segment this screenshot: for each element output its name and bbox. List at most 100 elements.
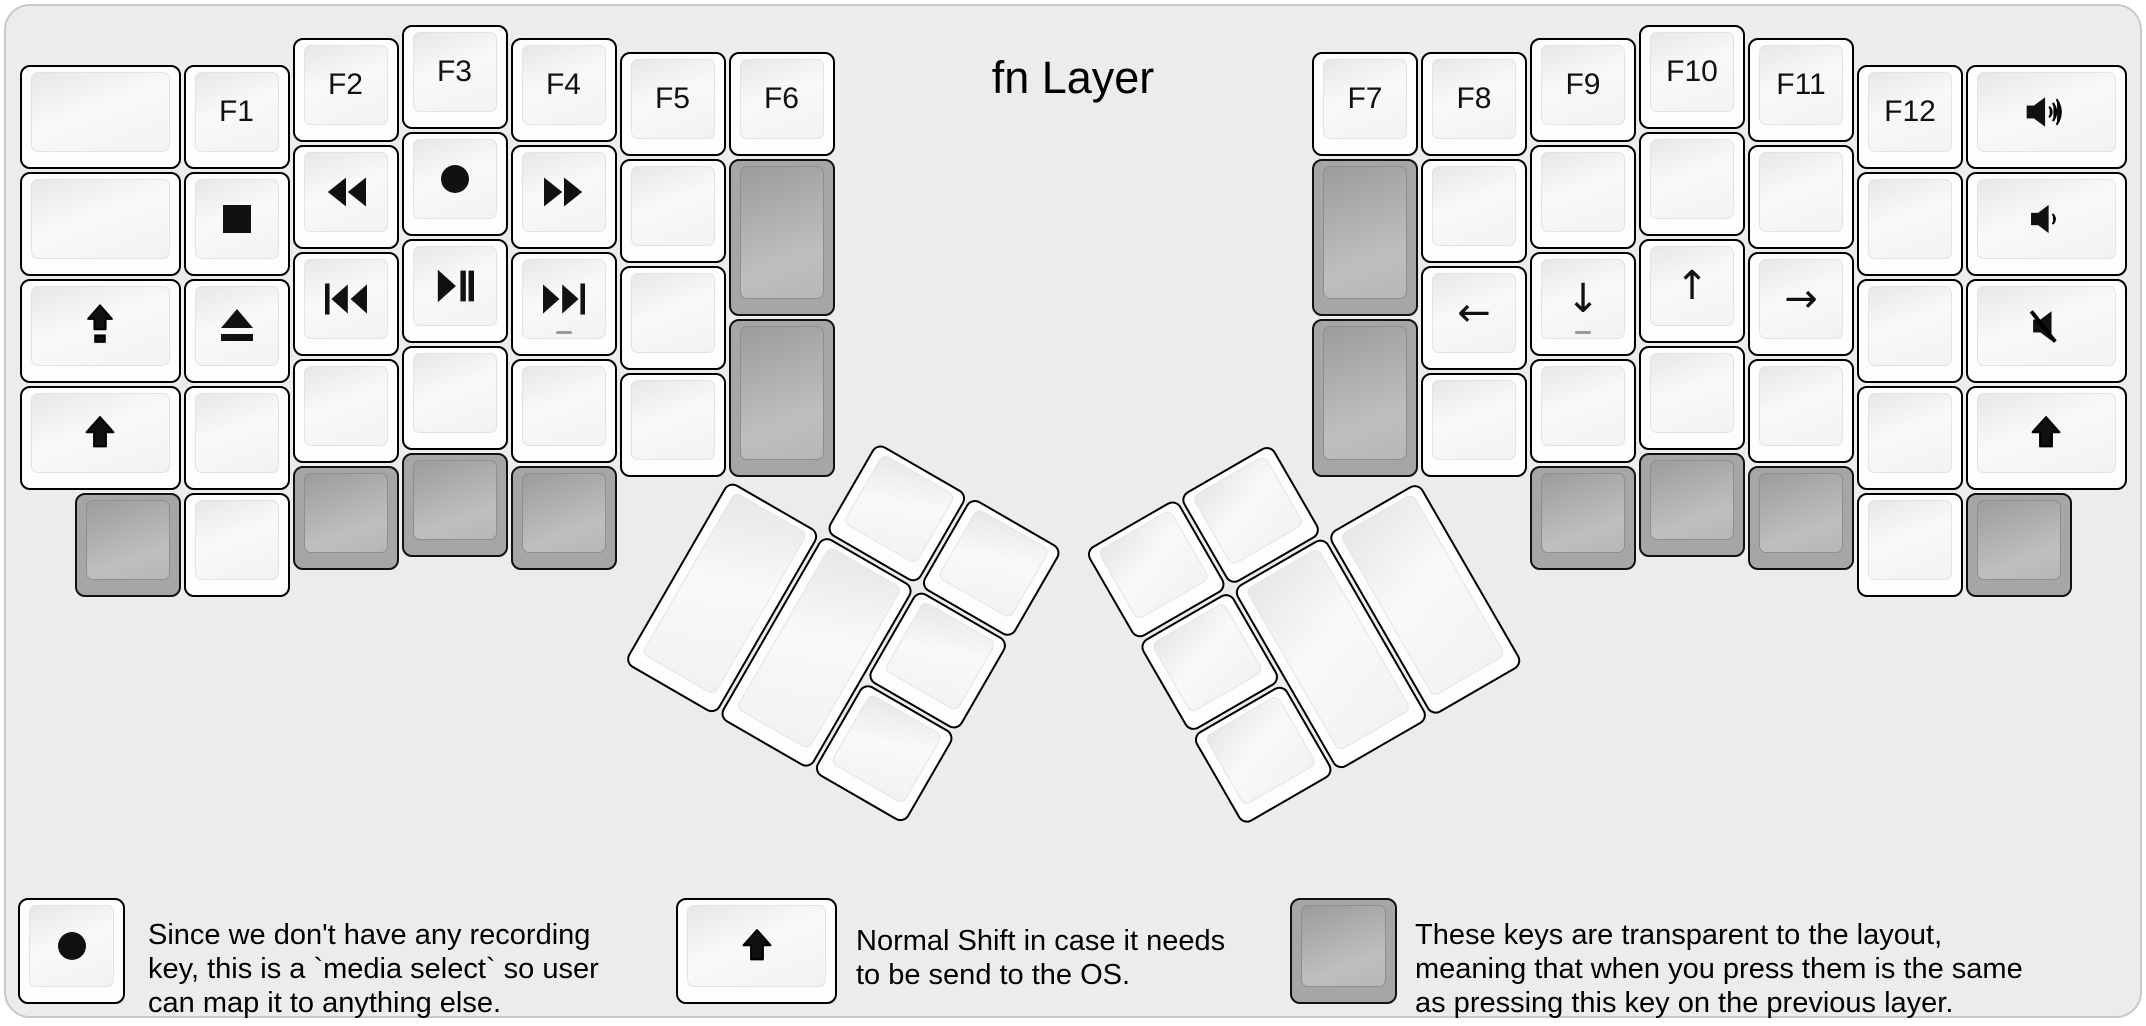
key-arrow-left[interactable]: ← (1421, 265, 1527, 370)
key-arrow-down[interactable]: ↓ (1530, 252, 1636, 357)
key-transparent[interactable] (1312, 319, 1418, 477)
keycap-top: F1 (194, 72, 279, 153)
legend-line: meaning that when you press them is the … (1415, 953, 2023, 985)
key-blank[interactable] (1857, 172, 1963, 277)
legend-note-transparent: These keys are transparent to the layout… (1415, 918, 2023, 1020)
key-blank[interactable] (20, 65, 181, 170)
key-transparent[interactable] (1966, 493, 2072, 598)
keycap-top (1650, 353, 1734, 433)
key-media-play-pause[interactable] (401, 239, 508, 343)
keycap-top (412, 139, 497, 219)
key-blank[interactable] (1857, 493, 1963, 598)
keycap-top (1301, 905, 1386, 987)
keycap-top (1432, 379, 1516, 460)
next-icon (542, 283, 585, 315)
key-blank[interactable] (292, 359, 399, 464)
key-blank[interactable] (1530, 145, 1636, 250)
key-media-next-track[interactable] (510, 252, 617, 357)
key-blank[interactable] (619, 265, 726, 370)
keycap-top (521, 259, 606, 340)
arrow-down-icon: ↓ (1566, 276, 1600, 323)
key-media-rewind[interactable] (292, 145, 399, 250)
key-transparent[interactable] (1312, 158, 1418, 317)
legend-line: Since we don't have any recording (148, 919, 591, 951)
key-blank[interactable] (183, 386, 290, 491)
key-transparent[interactable] (510, 466, 617, 571)
key-transparent[interactable] (1748, 466, 1854, 571)
key-blank[interactable] (183, 493, 290, 598)
key-media-fast-forward[interactable] (510, 145, 617, 250)
key-blank[interactable] (1639, 132, 1745, 236)
key-mute[interactable] (1966, 279, 2127, 384)
key-f8[interactable]: F8 (1421, 51, 1527, 156)
key-shift[interactable] (1966, 386, 2127, 491)
key-f12[interactable]: F12 (1857, 65, 1963, 170)
legend-key-shift (676, 898, 837, 1004)
key-media-stop[interactable] (183, 172, 290, 277)
key-f3[interactable]: F3 (401, 25, 508, 129)
legend-line: Normal Shift in case it needs (856, 925, 1226, 957)
key-blank[interactable] (1421, 372, 1527, 477)
key-transparent[interactable] (401, 453, 508, 557)
shift-icon (2026, 413, 2066, 453)
keycap-top (31, 286, 170, 367)
legend-line: key, this is a `media select` so user (148, 953, 599, 985)
key-blank[interactable] (619, 372, 726, 477)
key-f7[interactable]: F7 (1312, 51, 1418, 156)
key-eject[interactable] (183, 279, 290, 384)
keycap-top: ↓ (1541, 259, 1625, 340)
key-blank[interactable] (1530, 359, 1636, 464)
playpause-icon (436, 269, 474, 303)
key-f2[interactable]: F2 (292, 38, 399, 143)
key-transparent[interactable] (292, 466, 399, 571)
legend-note-record: Since we don't have any recording key, t… (148, 918, 599, 1020)
keycap-top: F12 (1868, 72, 1952, 153)
keycap-top: F4 (521, 45, 606, 126)
key-f6[interactable]: F6 (728, 51, 835, 156)
key-blank[interactable] (1857, 279, 1963, 384)
key-media-select-record[interactable] (401, 132, 508, 236)
key-capslock[interactable] (20, 279, 181, 384)
key-f11[interactable]: F11 (1748, 38, 1854, 143)
key-blank[interactable] (510, 359, 617, 464)
key-transparent[interactable] (1530, 466, 1636, 571)
key-arrow-up[interactable]: ↑ (1639, 239, 1745, 343)
key-f1[interactable]: F1 (183, 65, 290, 170)
key-f10[interactable]: F10 (1639, 25, 1745, 129)
key-media-prev-track[interactable] (292, 252, 399, 357)
key-blank[interactable] (1857, 386, 1963, 491)
key-transparent[interactable] (728, 158, 835, 317)
key-label: F4 (545, 68, 581, 102)
key-transparent[interactable] (74, 493, 181, 598)
key-blank[interactable] (1639, 346, 1745, 450)
legend-key-transparent (1290, 898, 1397, 1004)
legend-line: to be send to the OS. (856, 959, 1131, 991)
keycap-top (303, 152, 388, 233)
key-volume-up[interactable] (1966, 65, 2127, 170)
layer-title: fn Layer (991, 52, 1155, 103)
key-transparent[interactable] (1639, 453, 1745, 557)
keycap-top (1650, 139, 1734, 219)
keycap-top (194, 179, 279, 260)
key-blank[interactable] (401, 346, 508, 450)
keycap-top (1868, 179, 1952, 260)
keycap-top (194, 393, 279, 474)
key-arrow-right[interactable]: → (1748, 252, 1854, 357)
key-blank[interactable] (1748, 359, 1854, 464)
key-blank[interactable] (619, 158, 726, 263)
keycap-top (303, 366, 388, 447)
keycap-top: F6 (739, 58, 824, 139)
key-blank[interactable] (20, 172, 181, 277)
key-blank[interactable] (1748, 145, 1854, 250)
key-volume-down[interactable] (1966, 172, 2127, 277)
keycap-top (630, 272, 715, 353)
key-label: F5 (654, 81, 690, 115)
key-blank[interactable] (1421, 158, 1527, 263)
keycap-top (29, 905, 114, 987)
key-f9[interactable]: F9 (1530, 38, 1636, 143)
key-shift[interactable] (20, 386, 181, 491)
key-f4[interactable]: F4 (510, 38, 617, 143)
key-transparent[interactable] (728, 319, 835, 477)
key-f5[interactable]: F5 (619, 51, 726, 156)
